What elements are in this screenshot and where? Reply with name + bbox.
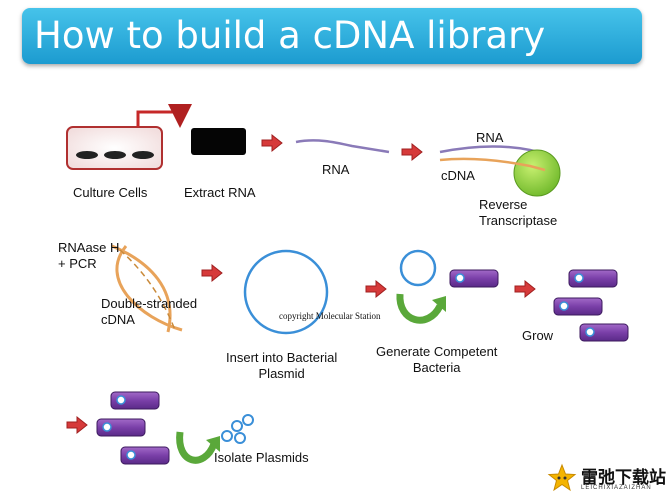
arrow-icon bbox=[66, 415, 88, 435]
cdna-strand bbox=[439, 157, 546, 172]
bacterium bbox=[120, 446, 170, 465]
bent-arrow-icon bbox=[136, 104, 192, 128]
arrow-icon bbox=[514, 279, 536, 299]
bacterium bbox=[553, 297, 603, 316]
bacterium bbox=[449, 269, 499, 288]
bacterium bbox=[110, 391, 160, 410]
bacterium bbox=[96, 418, 146, 437]
rna-strand-top bbox=[439, 145, 546, 156]
arrow-icon bbox=[261, 133, 283, 153]
label-insert-plasmid: Insert into Bacterial Plasmid bbox=[226, 350, 338, 381]
arrow-icon bbox=[201, 263, 223, 283]
isolated-plasmids bbox=[221, 414, 254, 444]
label-extract-rna: Extract RNA bbox=[184, 185, 256, 200]
watermark-logo: 雷弛下载站 LEICHIXIAZAIZHAN bbox=[543, 460, 666, 498]
label-grow: Grow bbox=[522, 328, 554, 343]
page-title: How to build a cDNA library bbox=[34, 14, 546, 57]
star-icon bbox=[547, 463, 577, 492]
title-bar: How to build a cDNA library bbox=[22, 8, 642, 64]
bacterial-plasmid bbox=[243, 249, 329, 335]
green-arrow-icon bbox=[396, 293, 444, 324]
rna-strand bbox=[295, 139, 390, 154]
culture-plate-icon bbox=[66, 126, 163, 170]
reverse-transcriptase-enzyme bbox=[513, 149, 561, 197]
label-isolate-plasmids: Isolate Plasmids bbox=[214, 450, 309, 465]
double-stranded-helix-icon bbox=[111, 244, 183, 333]
small-plasmid bbox=[399, 249, 437, 287]
label-rna: RNA bbox=[322, 162, 350, 177]
copyright-label: copyright Molecular Station bbox=[279, 311, 381, 321]
label-double-stranded-cdna: Double-stranded cDNA bbox=[101, 296, 198, 327]
label-rnaase-pcr: RNAase H + PCR bbox=[58, 240, 120, 271]
extracted-rna-block bbox=[191, 128, 246, 155]
arrow-icon bbox=[365, 279, 387, 299]
arrow-icon bbox=[401, 142, 423, 162]
label-cdna: cDNA bbox=[441, 168, 475, 183]
watermark-subtitle: LEICHIXIAZAIZHAN bbox=[581, 485, 652, 491]
bacterium bbox=[568, 269, 618, 288]
label-reverse-transcriptase: Reverse Transcriptase bbox=[479, 197, 558, 228]
green-arrow-icon bbox=[176, 431, 218, 464]
label-generate-competent-bacteria: Generate Competent Bacteria bbox=[376, 344, 498, 375]
watermark-title: 雷弛下载站 bbox=[581, 468, 666, 488]
label-culture-cells: Culture Cells bbox=[73, 185, 148, 200]
bacterium bbox=[579, 323, 629, 342]
label-rna-top: RNA bbox=[476, 130, 504, 145]
